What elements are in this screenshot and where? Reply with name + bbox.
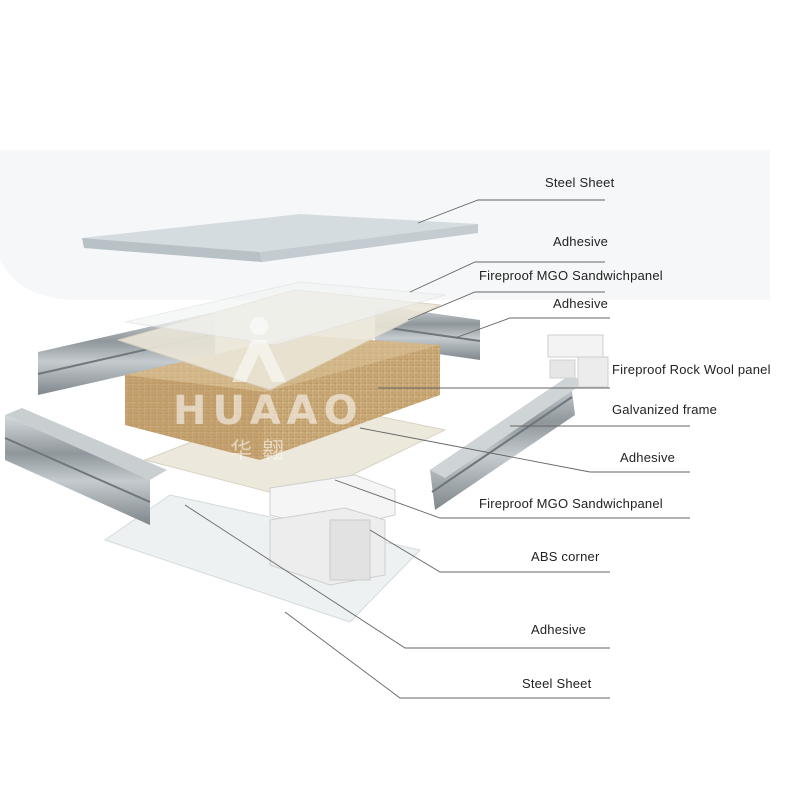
watermark-brand: HUAAO xyxy=(173,388,364,434)
adhesive-film-shape xyxy=(124,281,446,346)
label-adhesive-4: Adhesive xyxy=(531,622,587,637)
steel-sheet-top-shape xyxy=(82,214,478,262)
watermark-chinese: 华翱 xyxy=(230,439,295,464)
brand-logo-icon xyxy=(222,312,297,387)
label-mgo-bottom: Fireproof MGO Sandwichpanel xyxy=(479,496,663,511)
galvanized-frame-right-rail xyxy=(430,375,585,510)
label-galvanized-frame: Galvanized frame xyxy=(612,402,718,417)
label-abs-corner: ABS corner xyxy=(531,549,600,564)
label-mgo-top: Fireproof MGO Sandwichpanel xyxy=(479,268,663,283)
galvanized-frame-left-rail xyxy=(4,408,167,525)
label-rock-wool: Fireproof Rock Wool panel xyxy=(612,362,771,377)
label-steel-sheet-bottom: Steel Sheet xyxy=(522,676,592,691)
leader-lines xyxy=(184,199,690,699)
label-steel-sheet-top: Steel Sheet xyxy=(545,175,615,190)
label-adhesive-2: Adhesive xyxy=(553,296,609,311)
abs-corner-center xyxy=(269,474,396,586)
label-adhesive-1: Adhesive xyxy=(553,234,609,249)
abs-corner-right xyxy=(547,334,609,388)
label-adhesive-3: Adhesive xyxy=(620,450,676,465)
